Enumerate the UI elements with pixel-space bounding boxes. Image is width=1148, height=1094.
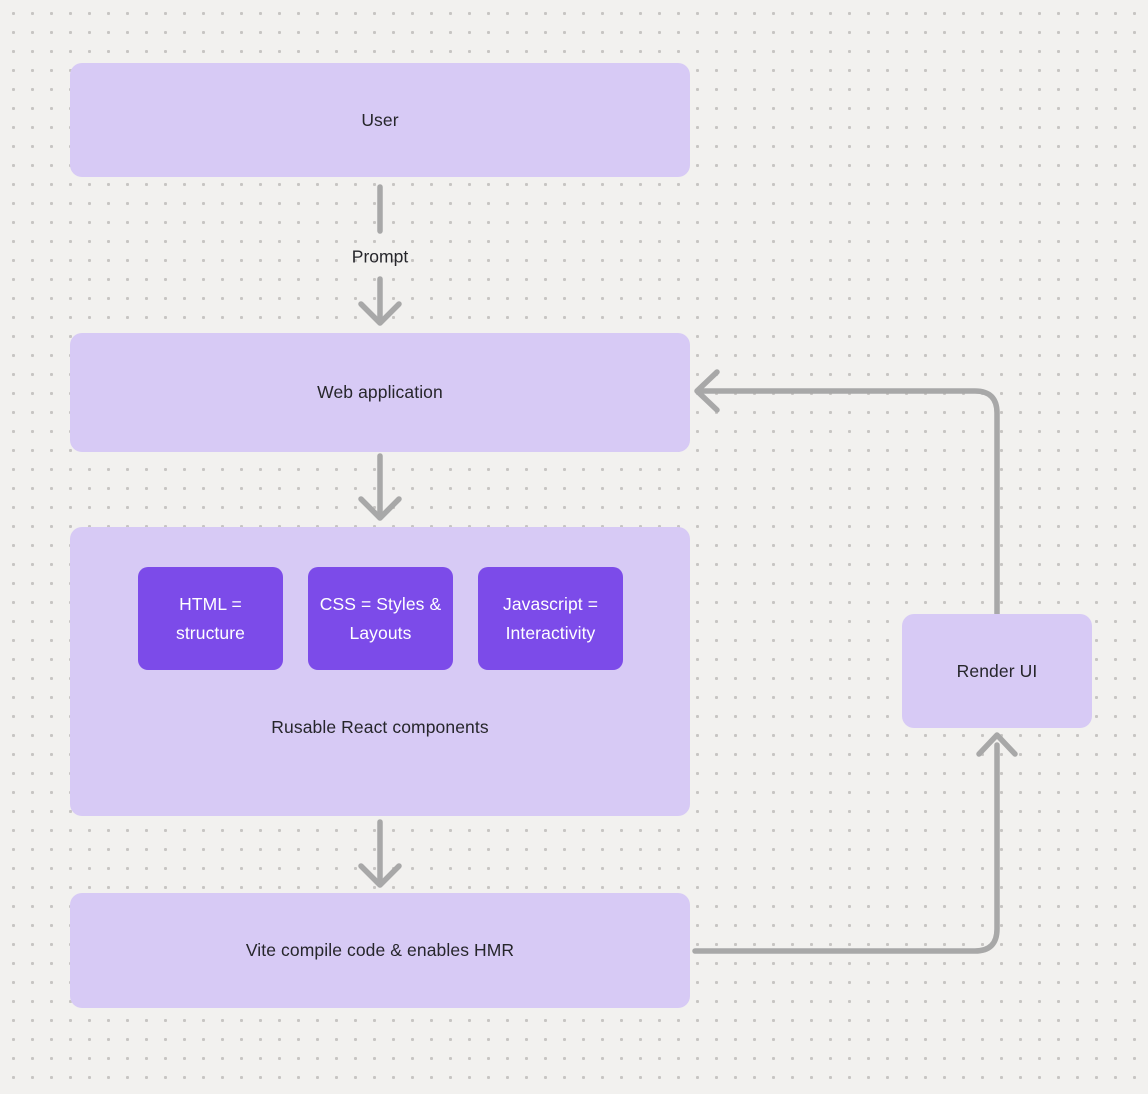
node-user: User	[70, 63, 690, 177]
arrowhead-down-icon	[358, 863, 402, 888]
arrow-vite-to-renderui	[692, 732, 1018, 954]
node-vite-label: Vite compile code & enables HMR	[245, 940, 515, 960]
arrow-webapp-to-components	[358, 453, 402, 521]
arrowhead-down-icon	[358, 496, 402, 521]
node-javascript: Javascript = Interactivity	[478, 567, 623, 670]
node-web-application: Web application	[70, 333, 690, 452]
node-javascript-label: Javascript = Interactivity	[502, 593, 599, 643]
arrowhead-up-icon	[976, 732, 1018, 757]
node-components-group: HTML = structure CSS = Styles & Layouts …	[70, 527, 690, 816]
arrow-components-to-vite	[358, 819, 402, 888]
arrowhead-left-icon	[694, 369, 720, 413]
arrowhead-down-icon	[358, 301, 402, 326]
node-html-label: HTML = structure	[176, 593, 245, 643]
node-css: CSS = Styles & Layouts	[308, 567, 453, 670]
node-user-label: User	[361, 109, 399, 130]
node-css-label: CSS = Styles & Layouts	[319, 593, 442, 643]
node-render-ui-label: Render UI	[956, 660, 1038, 681]
edge-label-prompt: Prompt	[351, 246, 409, 267]
node-web-application-label: Web application	[317, 382, 443, 402]
node-render-ui: Render UI	[902, 614, 1092, 728]
components-group-caption: Rusable React components	[271, 717, 489, 737]
node-html: HTML = structure	[138, 567, 283, 670]
node-vite: Vite compile code & enables HMR	[70, 893, 690, 1008]
arrow-renderui-to-webapp	[694, 369, 1000, 617]
